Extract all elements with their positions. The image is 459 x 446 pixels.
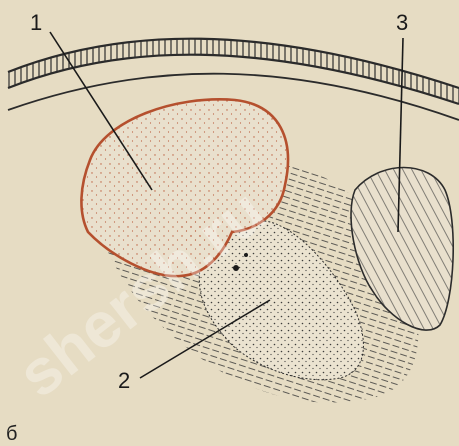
label-2: 2 — [118, 368, 130, 393]
label-3: 3 — [396, 10, 408, 35]
label-1: 1 — [30, 10, 42, 35]
panel-label: б — [6, 423, 17, 445]
